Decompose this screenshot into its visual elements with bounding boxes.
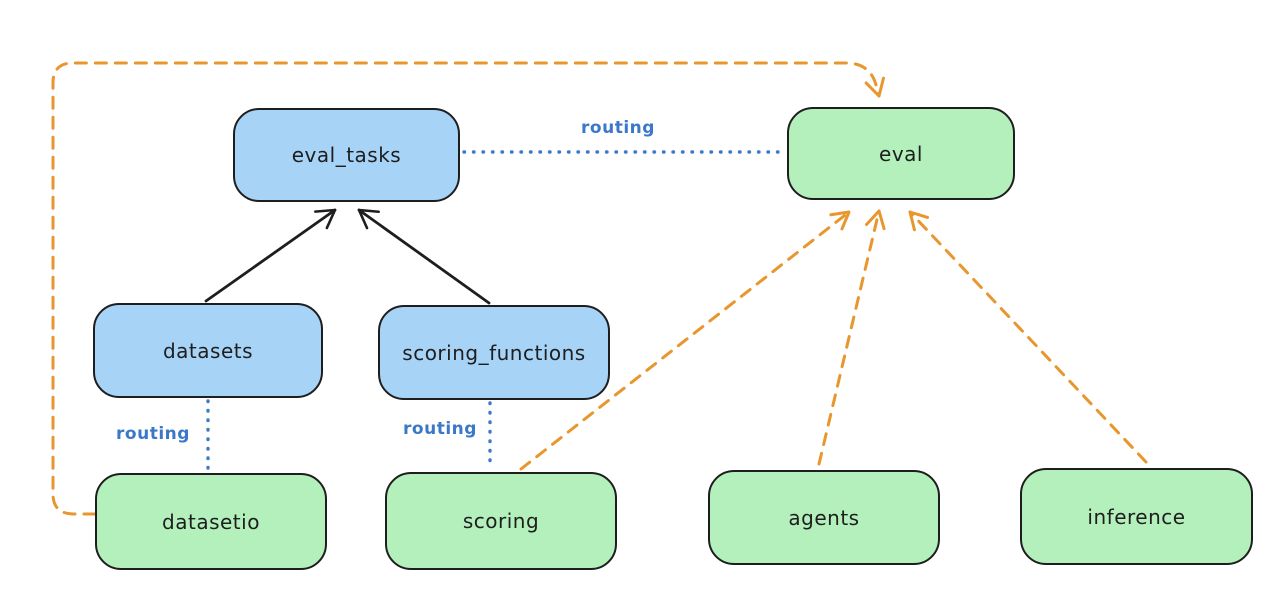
node-label: eval_tasks [291, 143, 402, 167]
node-inference: inference [1020, 468, 1253, 565]
edge-agents-to-eval [817, 209, 886, 466]
node-label: datasets [162, 338, 254, 363]
edge-datasets-to-eval-tasks [204, 208, 337, 303]
edge-scoring-to-eval [519, 210, 851, 471]
node-agents: agents [708, 470, 940, 565]
edge-scoring-functions-to-eval-tasks [357, 208, 491, 305]
node-label: scoring_functions [402, 340, 586, 365]
edge-label-routing-left: routing [116, 424, 190, 444]
edge-datasetio-to-eval [51, 61, 885, 516]
node-eval: eval [787, 107, 1015, 200]
node-label: inference [1087, 504, 1186, 529]
node-datasets: datasets [93, 303, 323, 398]
edge-inference-to-eval [908, 210, 1148, 464]
node-label: agents [788, 505, 860, 530]
node-datasetio: datasetio [95, 473, 327, 570]
node-label: datasetio [162, 509, 260, 534]
node-label: eval [879, 141, 923, 166]
node-scoring: scoring [385, 472, 617, 570]
edge-label-routing-middle: routing [403, 419, 477, 439]
node-eval-tasks: eval_tasks [233, 108, 460, 202]
node-scoring-functions: scoring_functions [378, 305, 610, 400]
node-label: scoring [462, 509, 540, 533]
edge-label-routing-top: routing [581, 118, 655, 138]
